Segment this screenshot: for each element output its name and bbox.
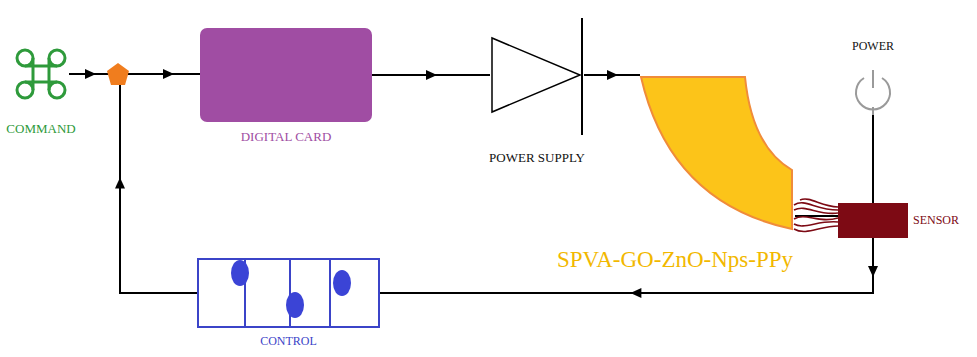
- power-supply-diode: POWER SUPPLY: [490, 18, 584, 135]
- control-box: CONTROL: [197, 258, 380, 328]
- node-label: CONTROL: [260, 335, 317, 348]
- film-band: [640, 75, 795, 233]
- sensor-fibers: [794, 199, 838, 231]
- arrow-head: [607, 70, 618, 80]
- control-block: [197, 258, 380, 328]
- connector-line: [380, 238, 873, 293]
- connector: [873, 115, 874, 203]
- command-symbol: [13, 42, 69, 106]
- arrow-head: [115, 178, 125, 189]
- digital-card-box: DIGITAL CARD: [200, 28, 372, 122]
- arrow-head: [85, 69, 96, 79]
- connector-line: [120, 74, 200, 293]
- arrow-head: [630, 288, 641, 298]
- arrow-head: [163, 69, 174, 79]
- power-icon: POWER: [843, 40, 903, 115]
- node-label: COMMAND: [6, 122, 75, 136]
- node-label: POWER SUPPLY: [489, 151, 585, 165]
- arrow-head: [426, 70, 437, 80]
- node-label: SPVA-GO-ZnO-Nps-PPy: [557, 247, 793, 272]
- summing-junction: [107, 63, 129, 85]
- connector: [584, 70, 640, 80]
- node-label: DIGITAL CARD: [241, 130, 332, 144]
- arrow-head: [868, 266, 878, 277]
- sensor-box: SENSOR: [838, 203, 908, 238]
- diode-symbol: [490, 18, 584, 135]
- connector: [115, 69, 200, 293]
- connector: [372, 70, 490, 80]
- node-label: SENSOR: [913, 214, 959, 227]
- composite-film: SPVA-GO-ZnO-Nps-PPy: [640, 75, 795, 233]
- command-icon: COMMAND: [13, 42, 69, 106]
- node-label: POWER: [852, 40, 894, 53]
- connector: [380, 238, 878, 298]
- connector-line: [872, 115, 874, 203]
